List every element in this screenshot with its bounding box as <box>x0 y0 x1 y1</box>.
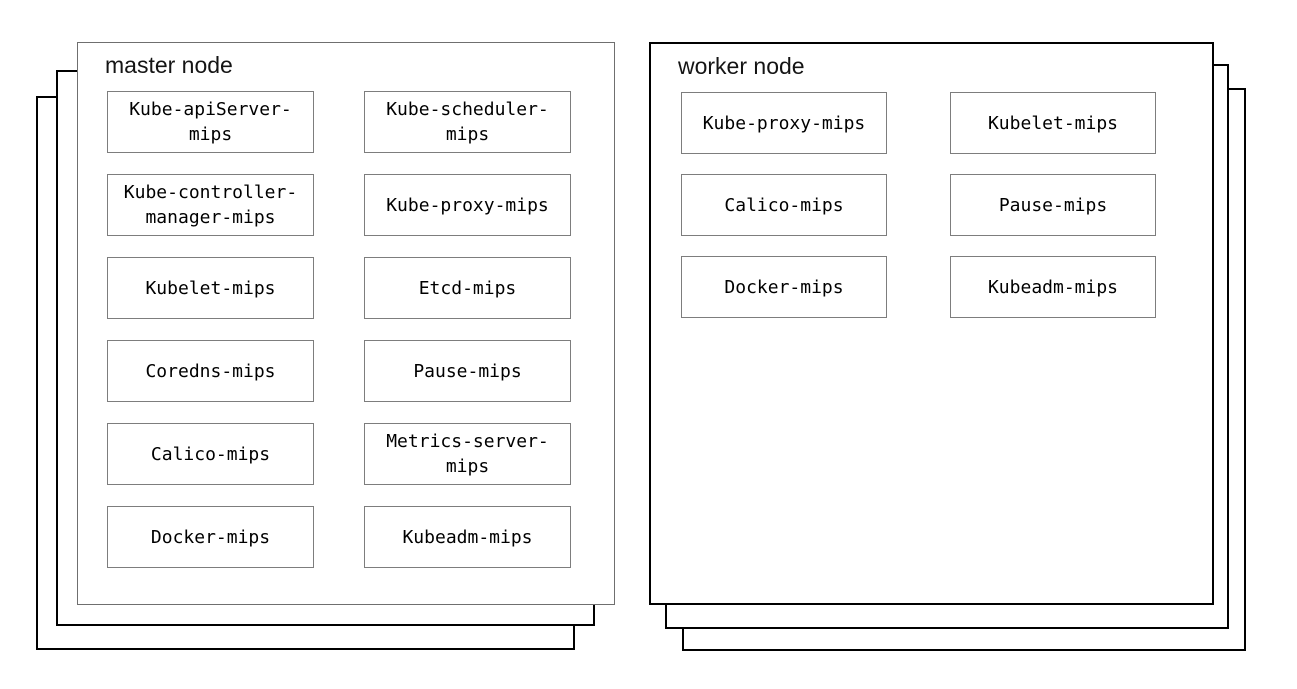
worker-node-title: worker node <box>678 53 805 79</box>
component-box: Docker-mips <box>681 256 887 318</box>
component-box: Pause-mips <box>364 340 571 402</box>
master-node-title: master node <box>105 52 233 78</box>
component-box: Kube-scheduler- mips <box>364 91 571 153</box>
component-box: Kubeadm-mips <box>950 256 1156 318</box>
component-box: Kube-apiServer- mips <box>107 91 314 153</box>
component-box: Kubeadm-mips <box>364 506 571 568</box>
master-node-components: Kube-apiServer- mips Kube-scheduler- mips… <box>107 91 571 568</box>
component-box: Etcd-mips <box>364 257 571 319</box>
component-box: Pause-mips <box>950 174 1156 236</box>
component-box: Kubelet-mips <box>950 92 1156 154</box>
component-box: Calico-mips <box>681 174 887 236</box>
component-box: Docker-mips <box>107 506 314 568</box>
component-box: Metrics-server- mips <box>364 423 571 485</box>
component-box: Coredns-mips <box>107 340 314 402</box>
master-node-panel: master node Kube-apiServer- mips Kube-sch… <box>77 42 615 605</box>
component-box: Kube-proxy-mips <box>681 92 887 154</box>
component-box: Kube-proxy-mips <box>364 174 571 236</box>
component-box: Kube-controller- manager-mips <box>107 174 314 236</box>
component-box: Kubelet-mips <box>107 257 314 319</box>
component-box: Calico-mips <box>107 423 314 485</box>
